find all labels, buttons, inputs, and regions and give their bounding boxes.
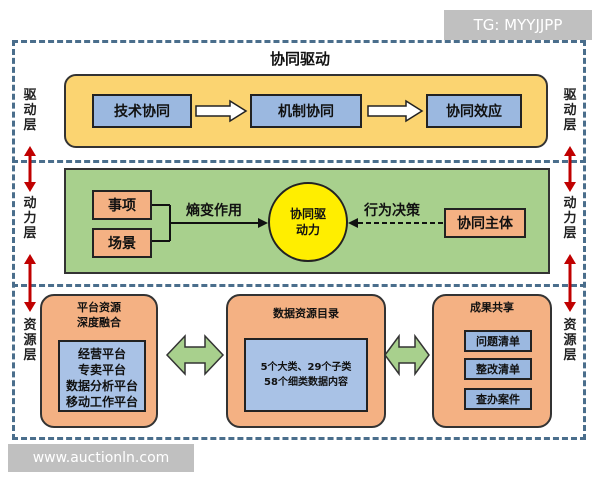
platform-item: 移动工作平台: [65, 395, 138, 409]
platform-item: 数据分析平台: [65, 379, 138, 393]
platform-item: 专卖平台: [77, 363, 126, 377]
entropy-arrow: [152, 204, 268, 242]
data-catalog-title: 数据资源目录: [273, 307, 339, 320]
side-label-drive-left: 驱动层: [23, 88, 37, 133]
case-handling-box: 查办案件: [464, 388, 532, 410]
side-arrow-right-upper: [564, 146, 576, 192]
side-label-power-left: 动力层: [23, 196, 37, 241]
tech-synergy-box: 技术协同: [92, 94, 192, 128]
watermark-top: TG: MYYJJPP: [444, 10, 592, 40]
rectification-list-box: 整改清单: [464, 358, 532, 380]
platform-list-box: 经营平台 专卖平台 数据分析平台 移动工作平台: [58, 340, 146, 412]
side-arrow-left-lower: [24, 254, 36, 312]
platform-resources-title: 平台资源 深度融合: [77, 301, 121, 329]
matter-box: 事项: [92, 190, 152, 220]
side-label-power-right: 动力层: [563, 196, 577, 241]
problem-list-box: 问题清单: [464, 330, 532, 352]
outer-frame: [12, 40, 586, 440]
layer-divider-bottom: [12, 284, 586, 287]
side-arrow-left-upper: [24, 146, 36, 192]
side-arrow-right-lower: [564, 254, 576, 312]
side-label-drive-right: 驱动层: [563, 88, 577, 133]
hollow-arrow-1: [195, 99, 248, 123]
hollow-arrow-2: [367, 99, 424, 123]
side-label-resource-right: 资源层: [563, 318, 577, 363]
synergy-effect-box: 协同效应: [426, 94, 522, 128]
mechanism-synergy-box: 机制协同: [250, 94, 362, 128]
double-arrow-right: [384, 333, 430, 377]
data-catalog-box: 5个大类、29个子类 58个细类数据内容: [244, 338, 368, 412]
side-label-resource-left: 资源层: [23, 318, 37, 363]
layer-divider-top: [12, 160, 586, 163]
synergy-subject-box: 协同主体: [444, 208, 526, 238]
entropy-label: 熵变作用: [186, 203, 242, 219]
watermark-bottom: www.auctionln.com: [8, 444, 194, 472]
center-circle: 协同驱 动力: [268, 182, 348, 262]
decision-arrow: [348, 218, 444, 228]
platform-item: 经营平台: [77, 347, 126, 361]
double-arrow-left: [165, 334, 225, 376]
scene-box: 场景: [92, 228, 152, 258]
decision-label: 行为决策: [364, 203, 420, 219]
diagram-title: 协同驱动: [269, 50, 330, 68]
results-sharing-title: 成果共享: [470, 301, 514, 314]
